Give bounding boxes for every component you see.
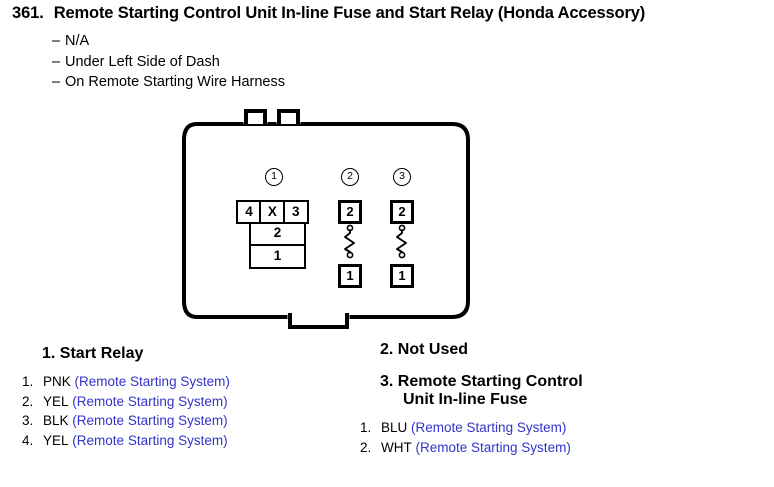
legend-item-index: 4. <box>22 432 34 448</box>
legend-column-right: 2. Not Used 3. Remote Starting Control U… <box>360 341 770 457</box>
fuse-assembly-2: 2 1 <box>338 200 362 288</box>
legend-item-index: 1. <box>360 420 372 435</box>
relay-lower-rows: 2 1 <box>249 221 306 269</box>
legend-list-start-relay: 1. PNK (Remote Starting System) 2. YEL (Re… <box>22 372 352 450</box>
legend-item-code: YEL <box>43 393 69 409</box>
bullet-label: On Remote Starting Wire Harness <box>65 74 285 90</box>
connector-outline-shape <box>182 108 470 330</box>
legend-item-system: (Remote Starting System) <box>74 374 230 389</box>
fuse-terminal-top: 2 <box>338 200 362 224</box>
legend-item: 2. YEL (Remote Starting System) <box>22 392 352 412</box>
legend-item: 1. BLU (Remote Starting System) <box>360 418 770 438</box>
legend-item: 4. YEL (Remote Starting System) <box>22 431 352 451</box>
connector-diagram <box>180 105 480 330</box>
legend-item: 3. BLK (Remote Starting System) <box>22 411 352 431</box>
connector-body <box>182 122 470 319</box>
relay-terminal-block: 4 X 3 2 1 <box>236 200 309 269</box>
bullet-item: –On Remote Starting Wire Harness <box>52 72 285 93</box>
tab-notch-right <box>277 109 300 126</box>
fuse-wavy-wire-icon <box>396 224 407 259</box>
bullet-dash-icon: – <box>52 53 61 70</box>
legend-item-code: BLK <box>43 413 69 428</box>
callout-circle-1: 1 <box>265 168 283 186</box>
legend-item-code: BLU <box>381 420 408 435</box>
legend-item-code: YEL <box>43 432 69 448</box>
legend-item: 1. PNK (Remote Starting System) <box>22 372 352 392</box>
legend-item-code: WHT <box>381 439 412 455</box>
bullet-dash-icon: – <box>52 33 61 49</box>
legend-heading-inline-fuse-line1: 3. Remote Starting Control <box>380 373 583 390</box>
legend-heading-not-used: 2. Not Used <box>380 341 469 358</box>
relay-terminal-3: 3 <box>282 200 309 224</box>
relay-top-row: 4 X 3 <box>236 200 309 224</box>
fuse-terminal-top: 2 <box>390 200 414 224</box>
relay-terminal-4: 4 <box>236 200 262 224</box>
relay-terminal-2: 2 <box>249 221 306 247</box>
legend-item-system: (Remote Starting System) <box>72 432 228 448</box>
fuse-terminal-bottom: 1 <box>390 264 414 288</box>
legend-heading-inline-fuse-line2: Unit In-line Fuse <box>403 391 528 408</box>
relay-terminal-x: X <box>259 200 286 224</box>
legend-column-left: 1. Start Relay 1. PNK (Remote Starting Sy… <box>22 345 352 450</box>
legend-item-system: (Remote Starting System) <box>72 413 228 428</box>
title-text: Remote Starting Control Unit In-line Fus… <box>53 4 646 22</box>
bullet-dash-icon: – <box>52 74 61 90</box>
callout-circle-3: 3 <box>393 168 411 186</box>
legend-item-code: PNK <box>43 374 71 389</box>
legend-item-index: 3. <box>22 413 34 428</box>
tab-notch-left <box>244 109 267 126</box>
legend-heading-start-relay: 1. Start Relay <box>42 345 144 362</box>
legend-item-system: (Remote Starting System) <box>415 439 571 455</box>
bullet-label: N/A <box>65 33 90 49</box>
legend-item-index: 1. <box>22 374 34 389</box>
bullet-item: –Under Left Side of Dash <box>52 52 285 73</box>
title-number: 361. <box>12 4 44 22</box>
fuse-terminal-bottom: 1 <box>338 264 362 288</box>
legend-item-system: (Remote Starting System) <box>411 420 567 435</box>
bullet-item: –N/A <box>52 31 285 52</box>
fuse-wavy-wire-icon <box>344 224 355 259</box>
legend-item-index: 2. <box>360 439 372 455</box>
callout-circle-2: 2 <box>341 168 359 186</box>
legend-list-inline-fuse: 1. BLU (Remote Starting System) 2. WHT (Re… <box>360 418 770 457</box>
bullet-label: Under Left Side of Dash <box>65 53 220 70</box>
legend-item: 2. WHT (Remote Starting System) <box>360 438 770 458</box>
legend-item-system: (Remote Starting System) <box>72 393 228 409</box>
legend-item-index: 2. <box>22 393 34 409</box>
relay-terminal-1: 1 <box>249 243 306 269</box>
bottom-tab-notch <box>288 313 349 329</box>
fuse-assembly-3: 2 1 <box>390 200 414 288</box>
page-title: 361. Remote Starting Control Unit In-line… <box>12 4 645 23</box>
header-bullet-list: –N/A –Under Left Side of Dash –On Remote… <box>52 31 285 93</box>
legend-spacer <box>360 359 770 373</box>
